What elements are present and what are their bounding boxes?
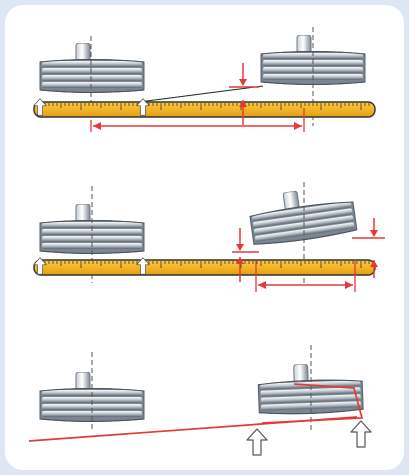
alignment-line-icon xyxy=(138,85,264,103)
panel-3 xyxy=(28,345,372,456)
ruler-icon xyxy=(33,259,376,276)
panel-2 xyxy=(33,182,385,292)
ruler-icon xyxy=(33,101,376,118)
panel-1 xyxy=(33,27,376,132)
